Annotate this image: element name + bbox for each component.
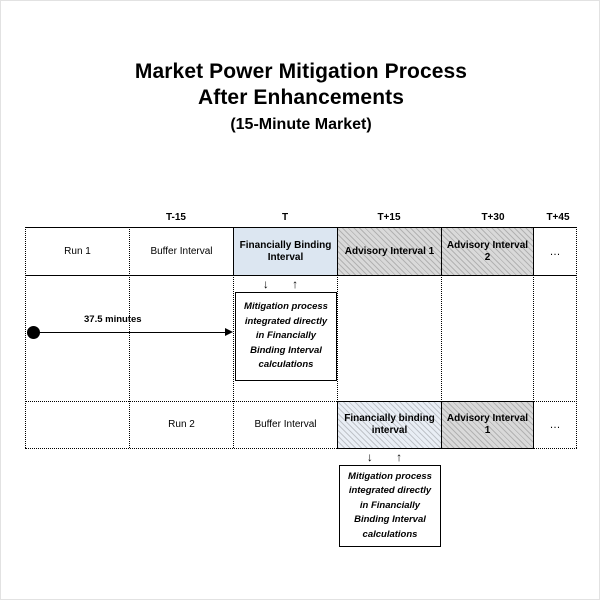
run1-advisory-interval-2: Advisory Interval 2 — [441, 227, 534, 276]
title-line-1: Market Power Mitigation Process — [134, 60, 468, 83]
run1-mitigation-arrows: ↓ ↑ — [262, 277, 309, 291]
column-header-t-minus-15: T-15 — [165, 212, 186, 223]
run2-buffer-interval: Buffer Interval — [254, 419, 317, 430]
title-line-2: After Enhancements — [197, 86, 405, 109]
run2-run-label: Run 2 — [168, 419, 195, 430]
page-title: Market Power Mitigation Process After En… — [1, 59, 600, 137]
run2-advisory-interval-1: Advisory Interval 1 — [441, 401, 534, 449]
run2-ellipsis: … — [549, 419, 561, 431]
grid-vline-5 — [533, 227, 534, 448]
duration-arrowhead — [225, 328, 233, 336]
run1-run-label: Run 1 — [64, 245, 91, 257]
grid-row2-bottom-line — [25, 448, 577, 449]
run2-mitigation-arrows: ↓ ↑ — [366, 450, 413, 464]
column-header-t-plus-15: T+15 — [377, 212, 401, 223]
title-line-3: (15-Minute Market) — [230, 116, 372, 133]
run2-financially-binding-interval: Financially binding interval — [337, 401, 442, 449]
duration-line — [37, 332, 227, 333]
run1-financially-binding-interval: Financially Binding Interval — [233, 227, 338, 276]
run1-mitigation-box: Mitigation process integrated directly i… — [235, 292, 337, 381]
grid-vline-3 — [337, 227, 338, 448]
duration-start-dot — [27, 326, 40, 339]
run1-advisory-interval-1: Advisory Interval 1 — [337, 227, 442, 276]
grid-vline-2 — [233, 227, 234, 448]
grid-vline-right — [576, 227, 577, 448]
grid-vline-1 — [129, 227, 130, 448]
column-header-t: T — [281, 212, 289, 223]
column-header-t-plus-30: T+30 — [481, 212, 505, 223]
grid-row2-top-line — [25, 401, 577, 402]
run1-ellipsis: … — [549, 245, 561, 258]
run2-mitigation-box: Mitigation process integrated directly i… — [339, 465, 441, 547]
grid-vline-left — [25, 227, 26, 448]
column-header-t-plus-45: T+45 — [546, 212, 570, 223]
grid-vline-4 — [441, 227, 442, 448]
run1-buffer-interval: Buffer Interval — [150, 245, 213, 257]
duration-label: 37.5 minutes — [84, 314, 142, 325]
